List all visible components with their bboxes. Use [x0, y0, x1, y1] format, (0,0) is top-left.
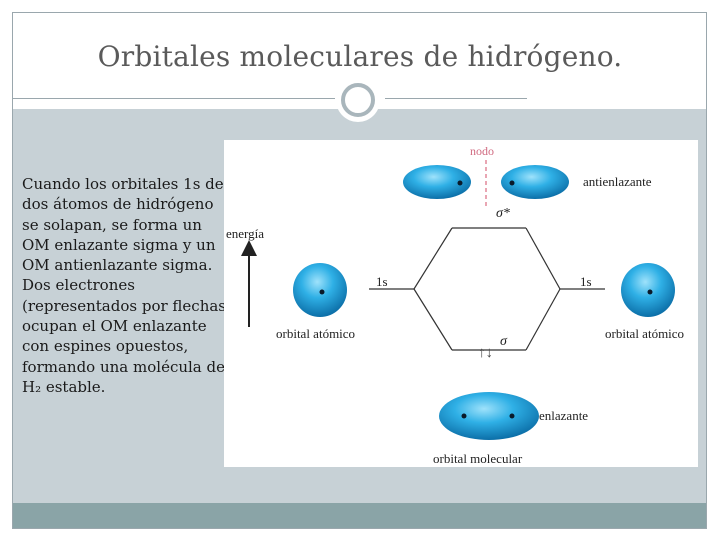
right-atomic-orbital-label: orbital atómico [605, 326, 684, 341]
nucleus-dot [457, 180, 463, 186]
left-atomic-orbital-label: orbital atómico [276, 326, 355, 341]
antibonding-lobe-left [403, 165, 471, 199]
bonding-orbital [439, 392, 539, 440]
nucleus-dot [509, 413, 515, 419]
energy-level-lines [369, 227, 605, 351]
nucleus-dot [509, 180, 515, 186]
bonding-label: enlazante [539, 408, 588, 423]
nucleus-dot [319, 289, 325, 295]
sigma-star-label: σ* [496, 206, 510, 221]
slide-title: Orbitales moleculares de hidrógeno. [97, 40, 623, 73]
sigma-label: σ [500, 334, 508, 349]
nucleus-dot [647, 289, 653, 295]
atomic-orbital-right [621, 263, 675, 317]
footer-bar [13, 503, 706, 528]
antibonding-lobe-right [501, 165, 569, 199]
left-1s-label: 1s [376, 274, 388, 289]
title-divider-right [385, 98, 527, 99]
energy-label: energía [226, 226, 264, 241]
title-divider-left [13, 98, 335, 99]
right-1s-label: 1s [580, 274, 592, 289]
slide-frame [12, 12, 707, 529]
ring-ornament-icon [336, 78, 380, 122]
antibonding-label: antienlazante [583, 174, 652, 189]
electron-pair-arrows: ↑↓ [478, 345, 493, 361]
nucleus-dot [461, 413, 467, 419]
molecular-orbital-label: orbital molecular [433, 451, 523, 466]
atomic-orbital-left [293, 263, 347, 317]
node-label: nodo [470, 144, 494, 158]
molecular-orbital-diagram: nodo antienlazante σ* energía 1s orbital… [224, 140, 698, 467]
body-text: Cuando los orbitales 1s de dos átomos de… [22, 175, 232, 396]
